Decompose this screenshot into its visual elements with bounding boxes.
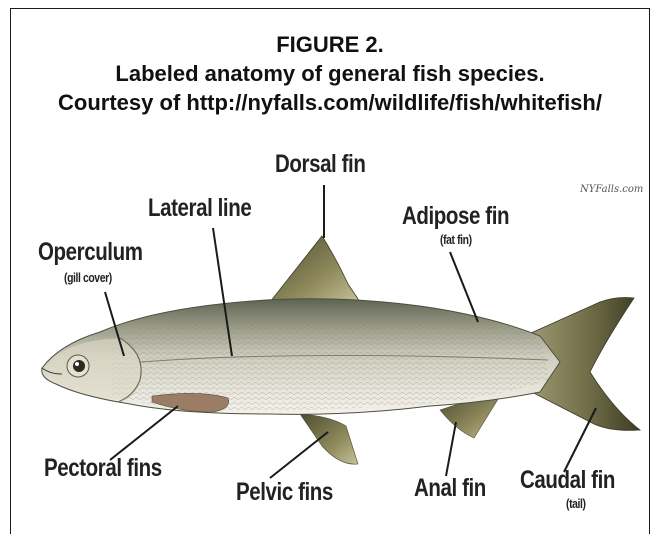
label-pectoral-fins: Pectoral fins: [44, 454, 162, 483]
label-caudal-fin: Caudal fin: [520, 466, 615, 495]
label-operculum-sub: (gill cover): [64, 270, 112, 285]
label-lateral-line: Lateral line: [148, 194, 251, 223]
label-adipose-fin: Adipose fin: [402, 202, 509, 231]
dorsal-fin: [270, 236, 360, 302]
label-dorsal-fin: Dorsal fin: [275, 150, 365, 179]
watermark-logo: NYFalls.com: [580, 184, 643, 195]
label-operculum: Operculum: [38, 238, 143, 267]
label-anal-fin: Anal fin: [414, 474, 486, 503]
pelvic-fin: [300, 414, 358, 464]
label-adipose-sub: (fat fin): [440, 232, 472, 247]
operculum: [49, 338, 142, 400]
label-pelvic-fins: Pelvic fins: [236, 478, 333, 507]
label-caudal-sub: (tail): [566, 496, 586, 511]
